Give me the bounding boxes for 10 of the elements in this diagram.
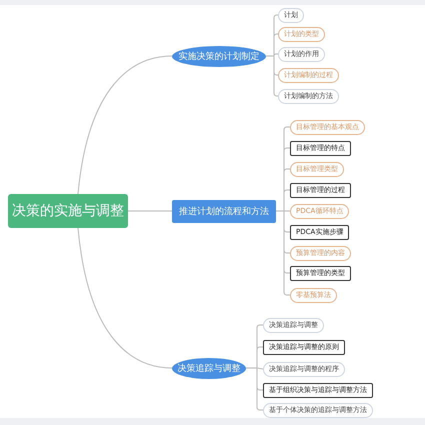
connector-line <box>78 56 172 194</box>
branch-topic: 推进计划的流程和方法 <box>172 200 276 222</box>
root-topic-box: 决策的实施与调整 <box>8 194 128 228</box>
connector-line <box>128 210 172 212</box>
connector-line <box>276 210 290 296</box>
branch-topic: 决策追踪与调整 <box>172 358 246 378</box>
connector-line <box>246 368 264 410</box>
connector-line <box>78 228 172 368</box>
branch-topic: 实施决策的计划制定 <box>172 46 266 66</box>
connector-line <box>266 56 278 96</box>
